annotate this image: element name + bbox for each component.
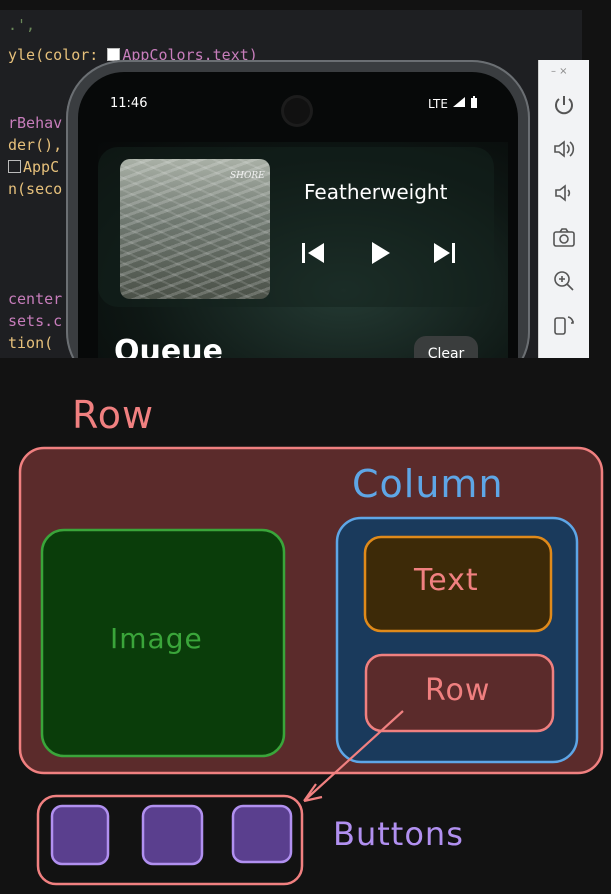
camera-hole — [284, 98, 310, 124]
code-line: n(seco — [8, 180, 63, 198]
button-box — [231, 804, 293, 864]
emulator-toolbar: – × — [538, 60, 589, 358]
volume-up-icon[interactable] — [551, 136, 577, 162]
play-icon[interactable] — [372, 242, 390, 264]
code-line: AppC — [8, 158, 59, 176]
color-swatch — [8, 160, 21, 173]
camera-icon[interactable] — [551, 224, 577, 250]
buttons-row-box — [36, 794, 304, 886]
code-line: yle(color: AppColors.text) — [8, 46, 258, 64]
code-line: der(), — [8, 136, 63, 154]
image-label: Image — [110, 622, 203, 655]
phone-screen: 11:46 LTE SHORE Featherweight Queue Clea… — [78, 72, 518, 358]
playback-controls — [300, 238, 480, 272]
queue-heading: Queue — [114, 334, 223, 358]
outer-row-label: Row — [72, 393, 155, 437]
zoom-in-icon[interactable] — [551, 268, 577, 294]
column-label: Column — [352, 462, 504, 506]
inner-row-label: Row — [425, 673, 491, 708]
rotate-icon[interactable] — [551, 312, 577, 338]
code-line: center — [8, 290, 63, 308]
status-network: LTE — [428, 96, 478, 111]
song-title: Featherweight — [304, 180, 448, 204]
code-line: rBehav — [8, 114, 63, 132]
next-icon[interactable] — [434, 243, 455, 263]
code-line: .', — [8, 16, 36, 34]
previous-icon[interactable] — [302, 243, 324, 263]
battery-icon — [470, 96, 477, 108]
status-time: 11:46 — [110, 96, 148, 111]
code-line: sets.c — [8, 312, 63, 330]
album-art: SHORE — [120, 159, 270, 299]
album-art-title: SHORE — [230, 171, 265, 181]
text-label: Text — [414, 563, 479, 598]
power-icon[interactable] — [551, 92, 577, 118]
app-screenshot: .', yle(color: AppColors.text) rBehav de… — [0, 0, 611, 358]
window-controls[interactable]: – × — [551, 66, 568, 77]
clear-button[interactable]: Clear — [414, 336, 478, 358]
code-line: tion( — [8, 334, 54, 352]
signal-icon — [452, 97, 465, 107]
column-box — [335, 516, 579, 764]
button-box — [50, 804, 110, 866]
buttons-label: Buttons — [333, 815, 464, 853]
button-box — [141, 804, 204, 866]
outer-row-box — [18, 446, 604, 775]
volume-down-icon[interactable] — [551, 180, 577, 206]
arrow-connector — [303, 710, 404, 803]
phone-emulator: 11:46 LTE SHORE Featherweight Queue Clea… — [66, 60, 530, 358]
color-swatch — [107, 48, 121, 61]
network-label: LTE — [428, 97, 448, 111]
